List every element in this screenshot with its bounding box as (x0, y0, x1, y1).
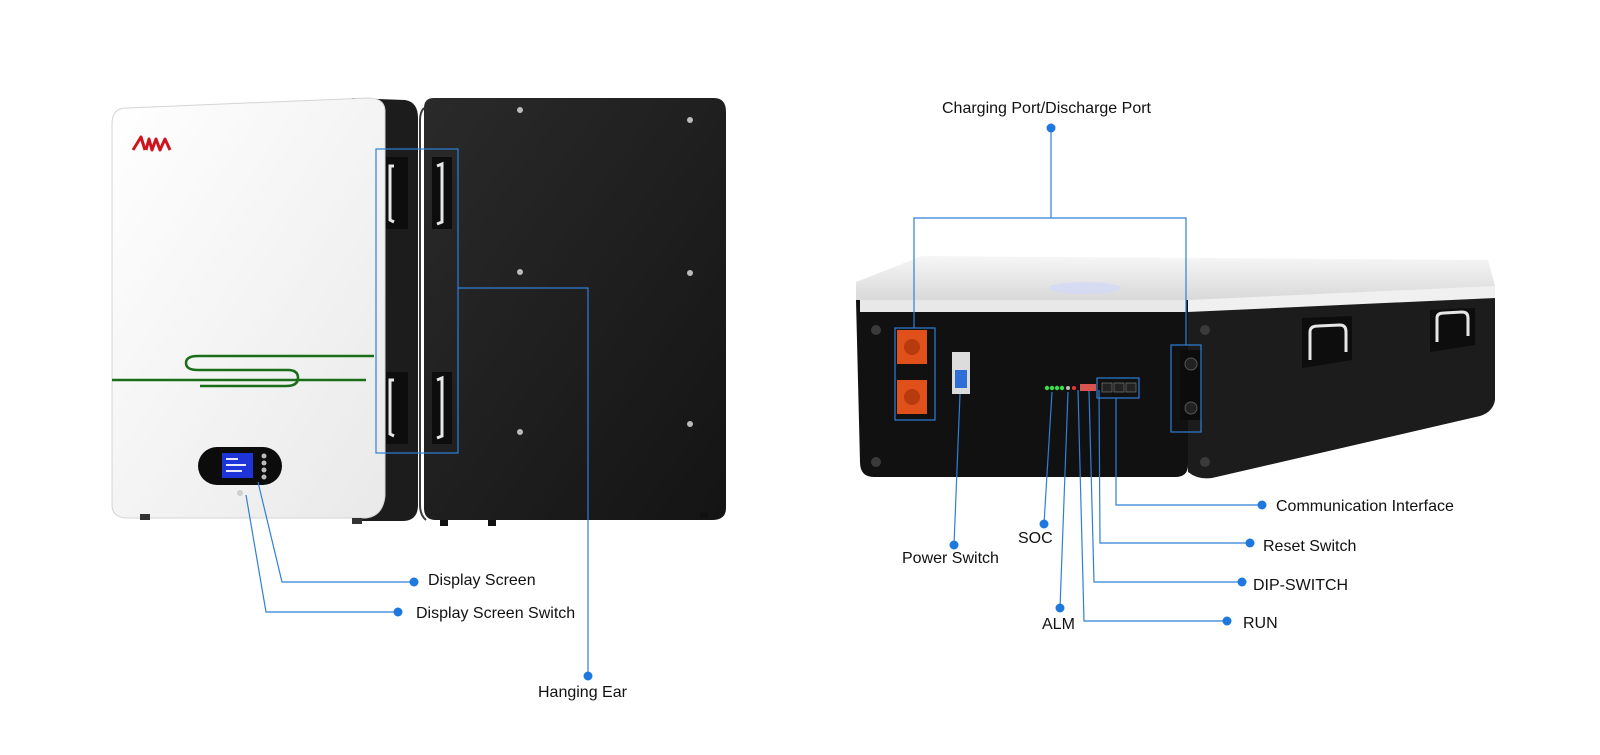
label-hanging-ear: Hanging Ear (538, 684, 627, 701)
display-module (198, 447, 282, 496)
rack-battery (856, 256, 1495, 479)
hanging-ear-brackets (386, 157, 452, 444)
label-display-screen-switch: Display Screen Switch (416, 605, 576, 622)
power-switch-breaker (952, 352, 970, 394)
label-dip-switch: DIP-SWITCH (1253, 577, 1349, 594)
wall-battery-side (386, 98, 726, 526)
label-display-screen: Display Screen (428, 572, 536, 589)
label-power-switch: Power Switch (902, 550, 999, 567)
label-soc: SOC (1018, 530, 1053, 547)
label-charging-port: Charging Port/Discharge Port (942, 100, 1151, 117)
leader-lines (245, 130, 1262, 676)
label-run: RUN (1243, 615, 1278, 632)
rack-handles (1302, 308, 1475, 368)
label-alm: ALM (1042, 616, 1075, 633)
label-communication-interface: Communication Interface (1276, 498, 1454, 515)
brand-logo-icon (131, 135, 172, 152)
power-terminals (897, 330, 927, 414)
indicator-panel (1044, 382, 1137, 393)
callout-dots (393, 123, 1267, 681)
label-reset-switch: Reset Switch (1263, 538, 1357, 555)
wall-battery-front (111, 97, 418, 524)
